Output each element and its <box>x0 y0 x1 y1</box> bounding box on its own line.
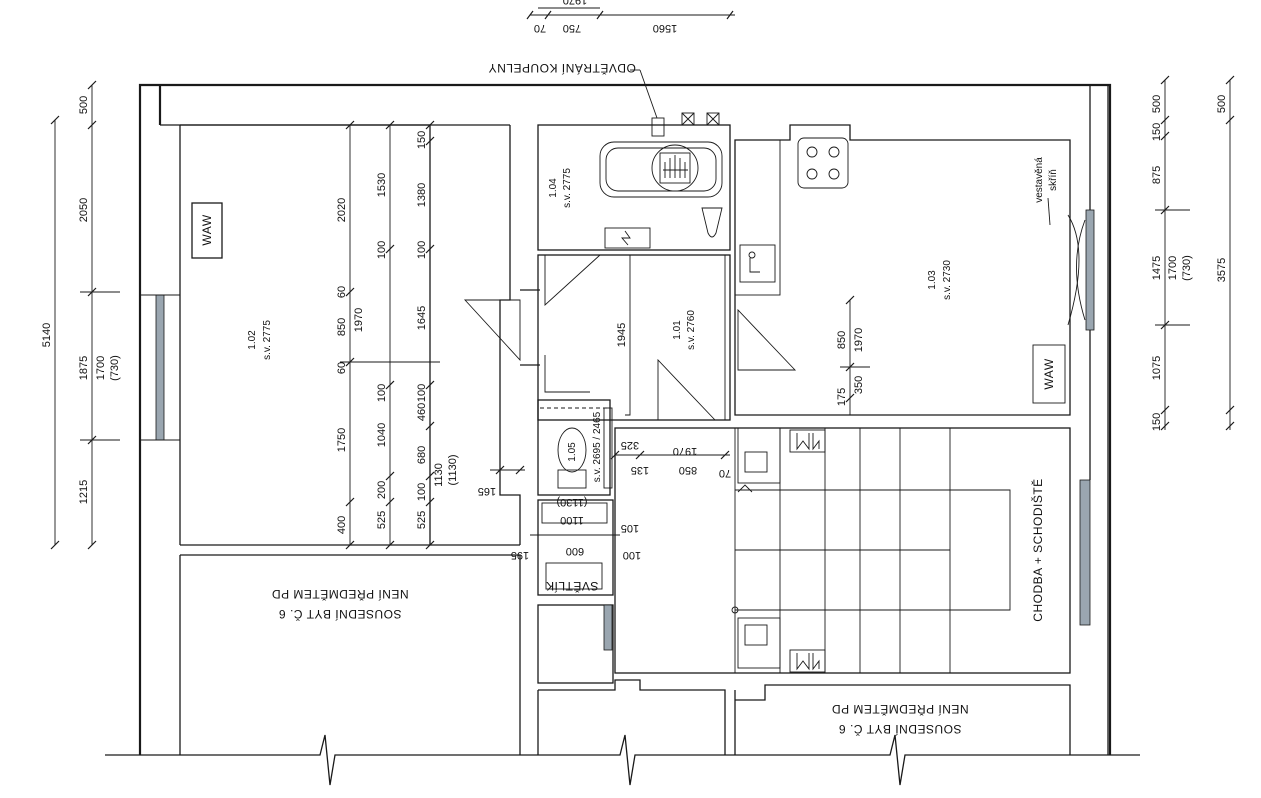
dim-2020: 2020 <box>336 198 348 222</box>
dim-60a: 60 <box>336 286 348 298</box>
dim-100e: 100 <box>416 483 428 501</box>
corridor-label: CHODBA + SCHODIŠTĚ <box>1030 478 1045 621</box>
lower-blocks: SOUSEDNÍ BYT Č. 6 NENÍ PŘEDMĚTEM PD <box>537 604 1071 755</box>
dim-1040: 1040 <box>376 423 388 447</box>
dim-1970: 1970 <box>353 308 365 332</box>
dim-corr-135: 135 <box>631 464 649 476</box>
door-room-1-02 <box>463 289 540 366</box>
neighbor-left-line2: NENÍ PŘEDMĚTEM PD <box>271 587 408 602</box>
dim-1380: 1380 <box>416 183 428 207</box>
room-1-05-number: 1.05 <box>567 442 578 462</box>
dim-right-500b: 500 <box>1216 95 1228 113</box>
dim-left-2050: 2050 <box>78 198 90 222</box>
wardrobe-label-1: vestavěná <box>1034 157 1045 203</box>
neighbor-bottom-line2: NENÍ PŘEDMĚTEM PD <box>831 702 968 717</box>
room-1-03: WAW 1.03 s.v. 2730 vestavěná skříň 850 1… <box>734 124 1095 416</box>
dim-left-1215: 1215 <box>78 480 90 504</box>
dim-60b: 60 <box>336 362 348 374</box>
dim-100b: 100 <box>376 384 388 402</box>
dim-top-70: 70 <box>534 22 546 34</box>
room-1-04: 1.04 s.v. 2775 <box>537 112 731 251</box>
dim-525a: 525 <box>376 511 388 529</box>
dim-100a: 100 <box>376 241 388 259</box>
room-1-02-number: 1.02 <box>247 330 258 350</box>
dim-corr-325: 325 <box>621 439 639 451</box>
dim-150: 150 <box>416 131 428 149</box>
dim-right-150b: 150 <box>1151 413 1163 431</box>
dim-1645: 1645 <box>416 306 428 330</box>
corridor-stairs: 325 1970 135 850 70 CHODBA + SCHODIŠTĚ <box>610 427 1091 674</box>
room-1-04-number: 1.04 <box>548 178 559 198</box>
room-1-02-height: s.v. 2775 <box>262 320 273 360</box>
neighbor-bottom-line1: SOUSEDNÍ BYT Č. 6 <box>839 722 962 737</box>
skylight: 1100 (1130) 105 195 600 100 SVĚTLÍK <box>511 496 641 596</box>
dim-165: 165 <box>478 485 496 497</box>
room-1-01: 1945 1.01 s.v. 2760 <box>537 254 731 421</box>
dim-right-875: 875 <box>1151 166 1163 184</box>
dim-right-1700: 1700 <box>1167 256 1179 280</box>
left-dimensions: 5140 500 2050 1875 1700 (730) 1215 <box>41 80 121 550</box>
dim-skylight-105: 105 <box>621 522 639 534</box>
dim-skylight-1100: 1100 <box>560 514 584 526</box>
bath-vent-note: ODVĚTRÁNÍ KOUPELNY <box>488 61 658 119</box>
dim-850: 850 <box>336 318 348 336</box>
dim-left-500: 500 <box>78 96 90 114</box>
skylight-label: SVĚTLÍK <box>546 579 599 594</box>
waw-label-left: WAW <box>200 214 214 245</box>
break-line <box>105 734 1140 786</box>
dim-1945: 1945 <box>616 323 628 347</box>
room-1-05: 1.05 s.v. 2695 / 2465 <box>537 399 613 496</box>
dim-right-730: (730) <box>1181 255 1193 281</box>
dim-right-3575: 3575 <box>1216 258 1228 282</box>
dim-skylight-100: 100 <box>623 549 641 561</box>
bath-vent-label: ODVĚTRÁNÍ KOUPELNY <box>488 61 636 76</box>
room-1-02-dimensions: 2020 60 850 1970 60 1750 400 1530 100 10… <box>336 120 525 550</box>
dim-1-03-850: 850 <box>836 331 848 349</box>
dim-left-5140: 5140 <box>41 323 53 347</box>
dim-right-1075: 1075 <box>1151 356 1163 380</box>
dim-corr-1970: 1970 <box>673 445 697 457</box>
dim-right-150a: 150 <box>1151 123 1163 141</box>
dim-left-1700: 1700 <box>95 356 107 380</box>
dim-skylight-1130p: (1130) <box>557 496 588 508</box>
waw-label-right: WAW <box>1042 358 1056 389</box>
room-1-02: WAW 1.02 s.v. 2775 <box>140 124 521 545</box>
dim-680: 680 <box>416 446 428 464</box>
dim-100d: 100 <box>416 384 428 402</box>
dim-top-750: 750 <box>563 22 581 34</box>
dim-1130p: (1130) <box>447 455 459 486</box>
neighbor-left: SOUSEDNÍ BYT Č. 6 NENÍ PŘEDMĚTEM PD <box>179 554 521 755</box>
dim-460: 460 <box>416 403 428 421</box>
room-1-05-height: s.v. 2695 / 2465 <box>592 411 603 482</box>
dim-1130: 1130 <box>433 463 445 487</box>
room-1-03-number: 1.03 <box>927 270 938 290</box>
dim-400: 400 <box>336 516 348 534</box>
dim-corr-70: 70 <box>719 467 731 479</box>
right-dimensions: 500 150 875 1475 1700 (730) 1075 150 500… <box>1151 75 1235 431</box>
dim-1-03-350: 350 <box>853 376 865 394</box>
dim-skylight-600: 600 <box>566 545 584 557</box>
dim-left-1875: 1875 <box>78 356 90 380</box>
wardrobe-label-2: skříň <box>1048 169 1059 191</box>
room-1-03-height: s.v. 2730 <box>942 260 953 300</box>
dim-1750: 1750 <box>336 428 348 452</box>
dim-1-03-175: 175 <box>836 388 848 406</box>
dim-right-1475: 1475 <box>1151 256 1163 280</box>
dim-525b: 525 <box>416 511 428 529</box>
dim-200: 200 <box>376 481 388 499</box>
dim-corr-850: 850 <box>679 464 697 476</box>
room-1-01-number: 1.01 <box>672 320 683 340</box>
dim-left-730: (730) <box>109 355 121 381</box>
dim-1530: 1530 <box>376 173 388 197</box>
dim-1-03-1970: 1970 <box>853 328 865 352</box>
neighbor-left-line1: SOUSEDNÍ BYT Č. 6 <box>279 607 402 622</box>
room-1-04-height: s.v. 2775 <box>562 168 573 208</box>
dim-top-1970: 1970 <box>563 0 587 6</box>
top-dimensions: 70 750 1970 1560 <box>526 0 735 34</box>
dim-right-500a: 500 <box>1151 95 1163 113</box>
dim-100c: 100 <box>416 241 428 259</box>
room-1-01-height: s.v. 2760 <box>686 310 697 350</box>
dim-top-1560: 1560 <box>653 22 677 34</box>
